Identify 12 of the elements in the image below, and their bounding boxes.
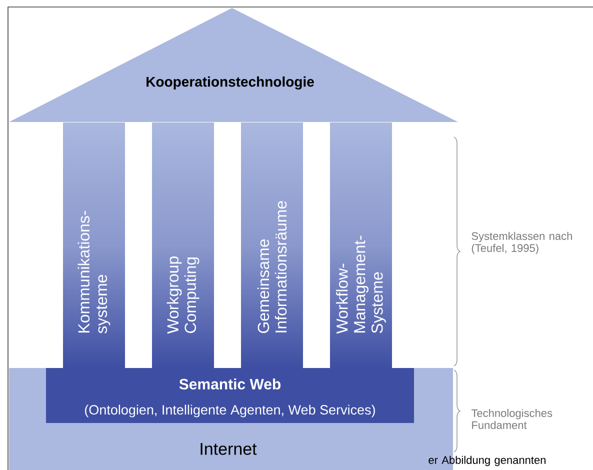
roof-triangle: Kooperationstechnologie (9, 8, 458, 122)
layer-box: Semantic Web (Ontologien, Intelligente Agenten, Web Services) (46, 368, 414, 423)
pillar: Kommunikations- systeme (78, 210, 110, 334)
pillar: Gemeinsame Informationsräume (257, 201, 287, 333)
node-label: Semantic Web (179, 378, 281, 390)
pillar: Workflow- Management- Systeme (336, 236, 386, 334)
pillar: Workgroup Computing (166, 256, 200, 334)
node-label: Kooperationstechnologie (146, 76, 314, 90)
side-note: Technologisches Fundament (471, 408, 552, 430)
side-note: Systemklassen nach (Teufel, 1995) (472, 232, 572, 254)
node-label: (Ontologien, Intelligente Agenten, Web Services) (85, 404, 375, 418)
side-note: er Abbildung genannten (428, 456, 546, 466)
